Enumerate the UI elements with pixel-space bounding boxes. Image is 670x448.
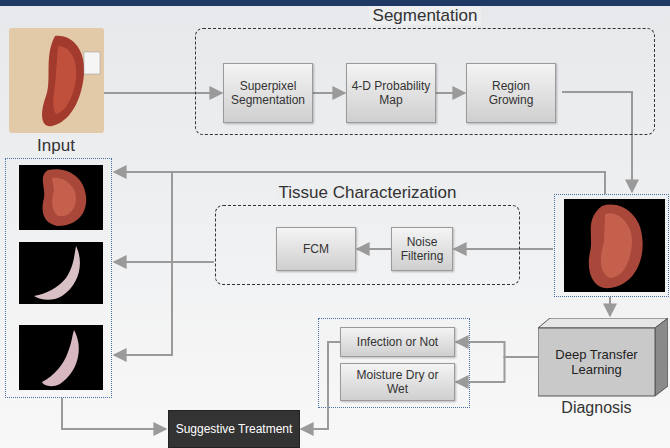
segmented-image — [564, 199, 665, 292]
wire — [62, 398, 166, 429]
box-label: Region Growing — [467, 79, 555, 107]
connector-arrow — [436, 92, 465, 94]
box-label: Noise Filtering — [392, 235, 452, 263]
process-box: Noise Filtering — [391, 227, 453, 271]
connector-arrow — [456, 357, 538, 382]
wound-shape — [43, 169, 87, 226]
wire — [454, 248, 553, 250]
caption-label: Diagnosis — [538, 398, 655, 417]
connector-arrow — [104, 92, 222, 94]
wound-detail — [53, 46, 76, 114]
box-label: Suggestive Treatment — [172, 422, 297, 436]
wound-detail — [52, 178, 76, 217]
tissue-shape — [42, 330, 79, 386]
box-label: Infection or Not — [353, 335, 442, 349]
wire — [562, 92, 632, 192]
box-label: Superpixel Segmentation — [224, 79, 312, 107]
input-image-node: Input — [8, 28, 104, 158]
process-box: 4-D Probability Map — [346, 63, 436, 123]
top-bar — [0, 0, 670, 6]
connector-arrow — [313, 92, 345, 94]
image-label: Input — [8, 136, 104, 156]
box-label: 4-D Probability Map — [347, 79, 435, 107]
wire — [609, 297, 611, 316]
box-label: FCM — [299, 242, 333, 256]
output-image — [19, 165, 103, 230]
process-box: Moisture Dry or Wet — [340, 363, 455, 401]
group-title: Tissue Characterization — [275, 183, 461, 202]
cube-face — [538, 328, 655, 396]
wire — [114, 261, 214, 263]
input-image — [9, 28, 104, 133]
connector-arrow — [301, 342, 340, 429]
wound-shape — [589, 205, 643, 289]
process-group: Tissue CharacterizationFCMNoise Filterin… — [215, 205, 520, 285]
connector-arrow — [456, 342, 538, 357]
cube-face — [538, 318, 668, 328]
process-box: Superpixel Segmentation — [223, 63, 313, 123]
wound-shape — [42, 36, 84, 126]
ruler-label — [84, 52, 100, 74]
box-label: Moisture Dry or Wet — [341, 368, 454, 396]
output-image — [19, 325, 103, 390]
wound-detail — [601, 213, 632, 278]
process-group: SegmentationSuperpixel Segmentation4-D P… — [195, 28, 655, 135]
process-box: FCM — [276, 227, 356, 271]
process-box: Infection or Not — [340, 327, 455, 357]
wire — [114, 172, 172, 355]
output-box: Suggestive Treatment — [168, 410, 300, 448]
group-title: Segmentation — [369, 6, 482, 25]
process-box: Region Growing — [466, 63, 556, 123]
connector-arrow — [357, 248, 391, 250]
output-image — [19, 242, 103, 304]
box-label: Deep Transfer Learning — [538, 347, 655, 377]
cube-face — [655, 318, 668, 396]
model-box: Deep Transfer LearningDiagnosis — [538, 318, 668, 418]
tissue-shape — [34, 246, 80, 300]
